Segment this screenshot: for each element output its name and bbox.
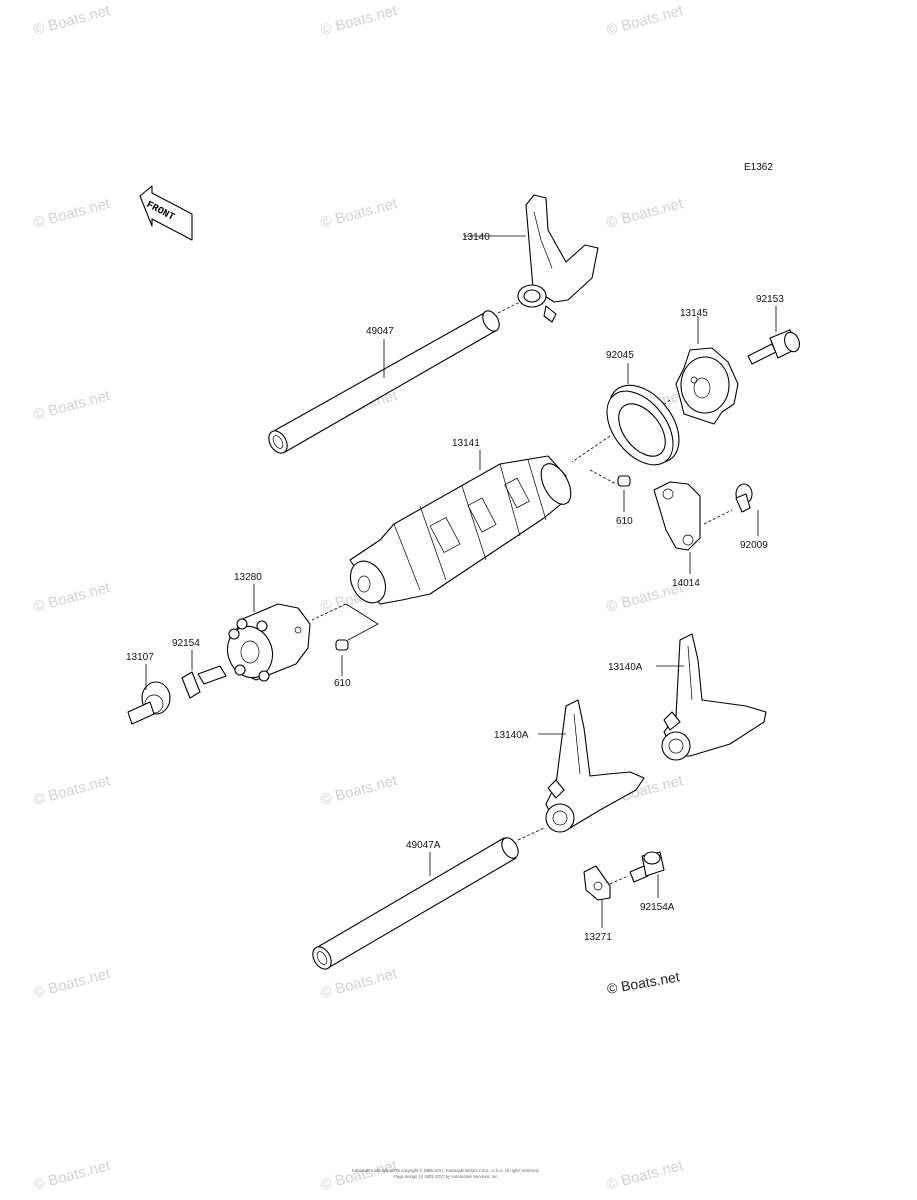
- watermark: © Boats.net: [605, 195, 686, 232]
- watermark: © Boats.net: [32, 579, 113, 616]
- copyright-line-1: Kawasaki materials within copyright © 19…: [352, 1168, 539, 1173]
- pin-610-lower: [335, 603, 379, 676]
- shift-fork-13140A-left: [538, 699, 645, 833]
- watermark: © Boats.net: [32, 387, 113, 424]
- watermark: © Boats.net: [32, 1157, 113, 1194]
- watermark: © Boats.net: [32, 2, 113, 39]
- watermark: © Boats.net: [319, 1157, 400, 1194]
- bolt-92153: [747, 306, 800, 365]
- part-label-13140A-left: 13140A: [494, 730, 529, 741]
- part-label-49047A: 49047A: [406, 840, 441, 851]
- cam-plate-13145: [643, 316, 739, 425]
- part-label-13280: 13280: [234, 572, 262, 583]
- part-label-92154A: 92154A: [640, 902, 675, 913]
- part-label-13140A-right: 13140A: [608, 662, 643, 673]
- shift-fork-13140A-right: [656, 633, 767, 761]
- part-label-92154: 92154: [172, 638, 200, 649]
- part-label-14014: 14014: [672, 578, 700, 589]
- pin-610-upper: [589, 469, 631, 512]
- part-label-49047: 49047: [366, 326, 394, 337]
- watermark: © Boats.net: [32, 965, 113, 1002]
- watermark: © Boats.net: [32, 772, 113, 809]
- watermark: © Boats.net: [319, 195, 400, 232]
- watermark: © Boats.net: [319, 772, 400, 809]
- watermarks: © Boats.net © Boats.net © Boats.net © Bo…: [32, 2, 686, 1194]
- shaft-49047: [268, 301, 521, 454]
- part-label-13271: 13271: [584, 932, 612, 943]
- shift-cam-13280: [226, 584, 311, 682]
- part-label-13107: 13107: [126, 652, 154, 663]
- part-labels: 13140 49047 13145 92153 92045 13141 610 …: [126, 232, 784, 943]
- part-label-13141: 13141: [452, 438, 480, 449]
- brand-mark: © Boats.net: [606, 968, 681, 997]
- copyright-line-2: Page design (c) 2001-2017 by Automotive …: [394, 1174, 498, 1179]
- part-label-610-upper: 610: [616, 516, 633, 527]
- bolt-92154: [181, 650, 227, 699]
- watermark: © Boats.net: [32, 195, 113, 232]
- screw-92009: [735, 483, 759, 536]
- watermark: © Boats.net: [319, 965, 400, 1002]
- shift-drum-13141: [311, 450, 572, 621]
- shift-fork-13140: [464, 194, 599, 323]
- part-label-610-lower: 610: [334, 678, 351, 689]
- watermark: © Boats.net: [319, 2, 400, 39]
- bearing-92045: [571, 363, 680, 466]
- plate-14014: [653, 481, 733, 574]
- shaft-49047A: [312, 827, 545, 970]
- plate-13271: [583, 865, 611, 928]
- part-label-92153: 92153: [756, 294, 784, 305]
- diagram-code: E1362: [744, 162, 773, 173]
- part-label-13145: 13145: [680, 308, 708, 319]
- front-arrow-icon: FRONT: [139, 185, 193, 241]
- watermark: © Boats.net: [605, 2, 686, 39]
- bolt-92154A: [609, 851, 665, 898]
- part-label-92045: 92045: [606, 350, 634, 361]
- shaft-drum-13107: [127, 664, 171, 725]
- watermark: © Boats.net: [605, 1157, 686, 1194]
- part-label-13140: 13140: [462, 232, 490, 243]
- part-label-92009: 92009: [740, 540, 768, 551]
